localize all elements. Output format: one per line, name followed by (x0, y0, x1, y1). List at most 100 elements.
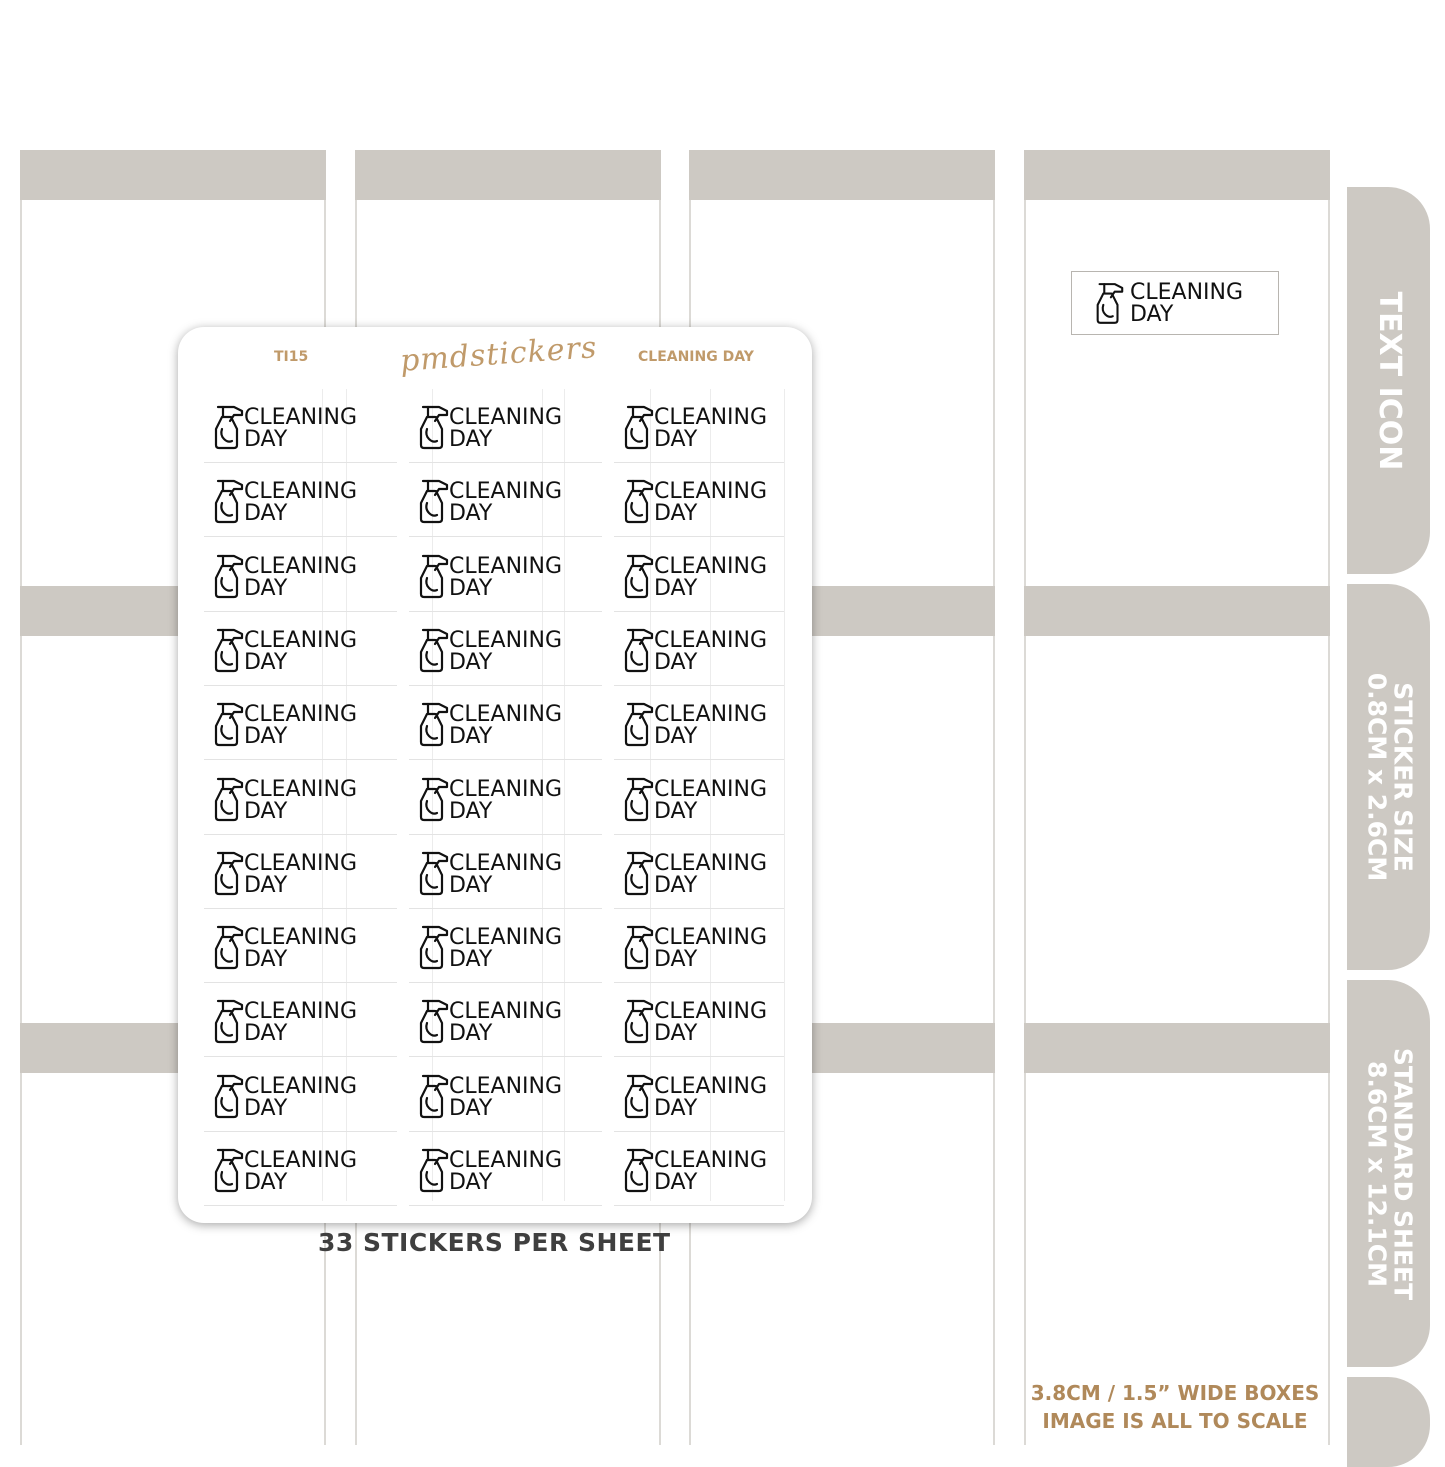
sticker-line-1: CLEANING (654, 999, 768, 1025)
spray-bottle-icon (419, 480, 449, 524)
sticker-line-2: DAY (244, 724, 288, 750)
sticker-line-1: CLEANING (244, 627, 358, 653)
sticker-line-1: CLEANING (449, 925, 563, 951)
sticker-line-2: DAY (449, 1170, 493, 1195)
grid-guide-line (650, 389, 651, 1201)
sticker-line-1: CLEANING (449, 999, 563, 1025)
side-tab-text-icon: TEXT ICON (1347, 187, 1430, 574)
spray-bottle-icon (1096, 283, 1124, 324)
sample-sticker-text: CLEANING DAY (1130, 282, 1243, 326)
sticker-line-1: CLEANING (449, 405, 563, 430)
sticker-line-2: DAY (654, 427, 698, 452)
column-header-band (20, 150, 326, 200)
sticker-line-2: DAY (449, 1021, 493, 1047)
tab-label: STICKER SIZE 0.8CM x 2.6CM (1361, 672, 1417, 882)
sticker-line-2: DAY (449, 947, 493, 973)
spray-bottle-icon (214, 1074, 244, 1118)
spray-bottle-icon (214, 1000, 244, 1044)
spray-bottle-icon (624, 628, 654, 672)
sticker-count-label: 33 STICKERS PER SHEET (318, 1228, 671, 1257)
spray-bottle-icon (624, 777, 654, 821)
grid-guide-line (542, 389, 543, 1201)
sticker-line-2: DAY (654, 798, 698, 824)
sticker-line-2: DAY (654, 947, 698, 973)
spray-bottle-icon (214, 1148, 244, 1193)
sticker-line-2: DAY (1130, 302, 1174, 327)
sticker-line-2: DAY (654, 1170, 698, 1195)
spray-bottle-icon (214, 851, 244, 895)
sticker-line-1: CLEANING (449, 776, 563, 802)
sheet-title: CLEANING DAY (638, 349, 754, 365)
sticker-line-1: CLEANING (244, 850, 358, 876)
spray-bottle-icon (214, 405, 244, 450)
sticker-line-1: CLEANING (654, 925, 768, 951)
spray-bottle-icon (624, 1074, 654, 1118)
sticker-line-1: CLEANING (654, 850, 768, 876)
spray-bottle-icon (419, 703, 449, 747)
row-divider-band (1024, 586, 1330, 636)
side-tab-standard-sheet: STANDARD SHEET 8.6CM x 12.1CM (1347, 980, 1430, 1367)
sticker-line-1: CLEANING (244, 479, 358, 505)
scale-note-line-1: 3.8CM / 1.5” WIDE BOXES (1030, 1381, 1320, 1405)
sticker-line-2: DAY (449, 1095, 493, 1121)
scale-note-line-2: IMAGE IS ALL TO SCALE (1042, 1409, 1308, 1433)
sticker-line-1: CLEANING (244, 702, 358, 728)
sticker-line-2: DAY (244, 872, 288, 898)
sticker-line-1: CLEANING (654, 405, 768, 430)
sticker-line-1: CLEANING (449, 479, 563, 505)
sticker-line-1: CLEANING (449, 850, 563, 876)
sticker-line-1: CLEANING (449, 553, 563, 579)
sticker-line-1: CLEANING (244, 553, 358, 579)
spray-bottle-icon (624, 554, 654, 598)
spray-bottle-icon (624, 1148, 654, 1193)
sticker-line-2: DAY (244, 649, 288, 675)
sticker-line-2: DAY (244, 798, 288, 824)
sticker-line-1: CLEANING (654, 1073, 768, 1099)
sticker-line-2: DAY (244, 947, 288, 973)
side-tab-sticker-size: STICKER SIZE 0.8CM x 2.6CM (1347, 584, 1430, 970)
sticker-line-1: CLEANING (244, 925, 358, 951)
spray-bottle-icon (624, 925, 654, 970)
brand-logo: pmdstickers (399, 330, 599, 379)
sticker-line-2: DAY (654, 872, 698, 898)
spray-bottle-icon (214, 925, 244, 970)
sticker-line-1: CLEANING (244, 999, 358, 1025)
spray-bottle-icon (214, 703, 244, 747)
spray-bottle-icon (419, 1000, 449, 1044)
sticker-line-1: CLEANING (654, 1148, 768, 1173)
sticker-line-2: DAY (449, 872, 493, 898)
